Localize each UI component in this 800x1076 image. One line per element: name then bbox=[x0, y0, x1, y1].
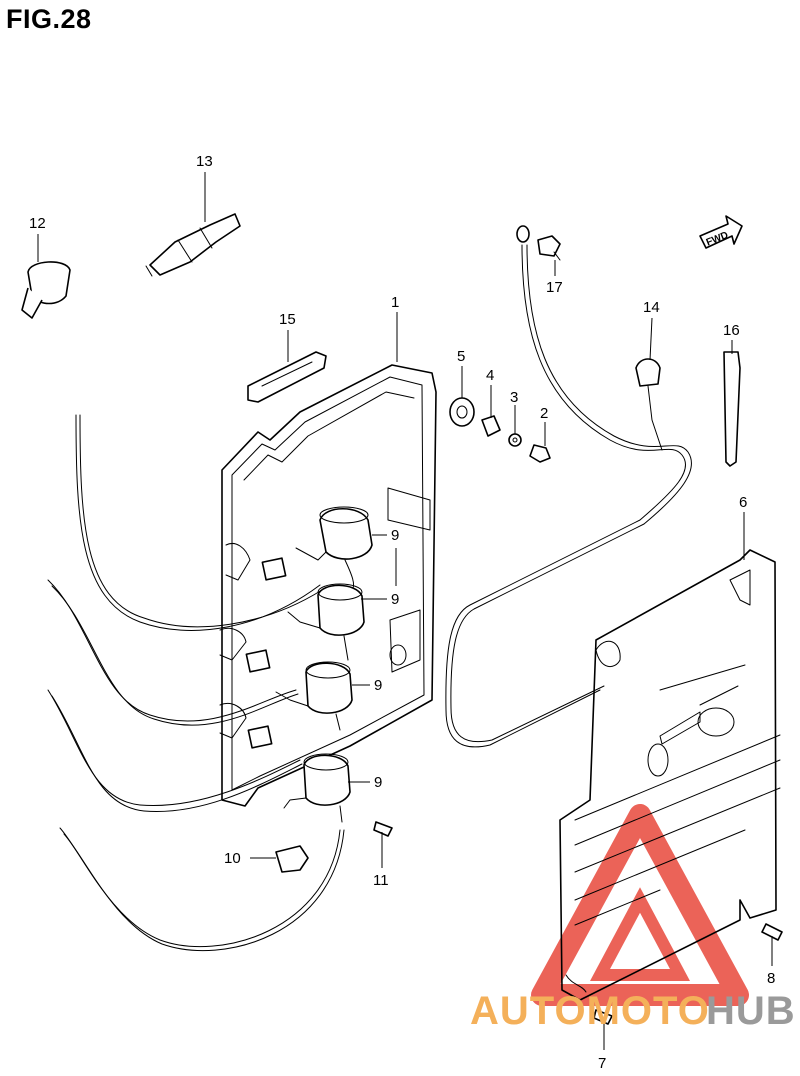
spark-plug-cap bbox=[21, 261, 71, 319]
callout-9b: 9 bbox=[391, 591, 399, 608]
callout-5: 5 bbox=[457, 348, 465, 365]
callout-15: 15 bbox=[279, 311, 296, 328]
callout-2: 2 bbox=[540, 405, 548, 422]
callout-7: 7 bbox=[598, 1055, 606, 1072]
washer-3 bbox=[508, 433, 522, 447]
callout-13: 13 bbox=[196, 153, 213, 170]
watermark-logo bbox=[531, 804, 749, 1006]
callout-9c: 9 bbox=[374, 677, 382, 694]
ignition-coil-4 bbox=[283, 753, 351, 823]
spark-plug bbox=[145, 213, 241, 277]
callout-16: 16 bbox=[723, 322, 740, 339]
callout-3: 3 bbox=[510, 389, 518, 406]
high-tension-leads bbox=[47, 414, 345, 952]
watermark-text-b: HUB bbox=[706, 989, 796, 1033]
bolt-2 bbox=[529, 444, 551, 463]
callout-leaders bbox=[37, 172, 773, 1050]
electrical-cover bbox=[559, 549, 781, 1001]
callout-14: 14 bbox=[643, 299, 660, 316]
grommet-5 bbox=[449, 397, 475, 427]
screw-11 bbox=[373, 821, 393, 837]
callout-numbers: 1 2 3 4 5 6 7 8 9 9 9 9 10 11 12 13 14 1… bbox=[29, 153, 775, 1072]
callout-12: 12 bbox=[29, 215, 46, 232]
collar-4 bbox=[481, 415, 501, 437]
callout-17: 17 bbox=[546, 279, 563, 296]
callout-4: 4 bbox=[486, 367, 494, 384]
screw-8 bbox=[761, 923, 783, 941]
clamp-10 bbox=[275, 845, 309, 873]
stay-plate bbox=[247, 351, 327, 403]
ignition-coil-3 bbox=[275, 661, 353, 731]
ground-lead-wire bbox=[445, 225, 692, 748]
callout-1: 1 bbox=[391, 294, 399, 311]
callout-10: 10 bbox=[224, 850, 241, 867]
figure-title: FIG.28 bbox=[6, 4, 92, 34]
callout-11: 11 bbox=[373, 872, 389, 889]
ignition-coil-1 bbox=[295, 506, 373, 591]
bolt-17 bbox=[537, 235, 561, 261]
callout-8: 8 bbox=[767, 970, 775, 987]
coil-bracket-plate bbox=[219, 364, 437, 807]
watermark-text-a: AUTOMOTO bbox=[470, 989, 710, 1033]
callout-6: 6 bbox=[739, 494, 747, 511]
fwd-arrow-icon: FWD bbox=[699, 215, 743, 249]
callout-9a: 9 bbox=[391, 527, 399, 544]
callout-9d: 9 bbox=[374, 774, 382, 791]
watermark-text: AUTOMOTO HUB bbox=[470, 989, 796, 1033]
ignition-coil-2 bbox=[287, 583, 365, 661]
screw-7 bbox=[593, 1009, 613, 1025]
wire-band bbox=[723, 351, 741, 467]
